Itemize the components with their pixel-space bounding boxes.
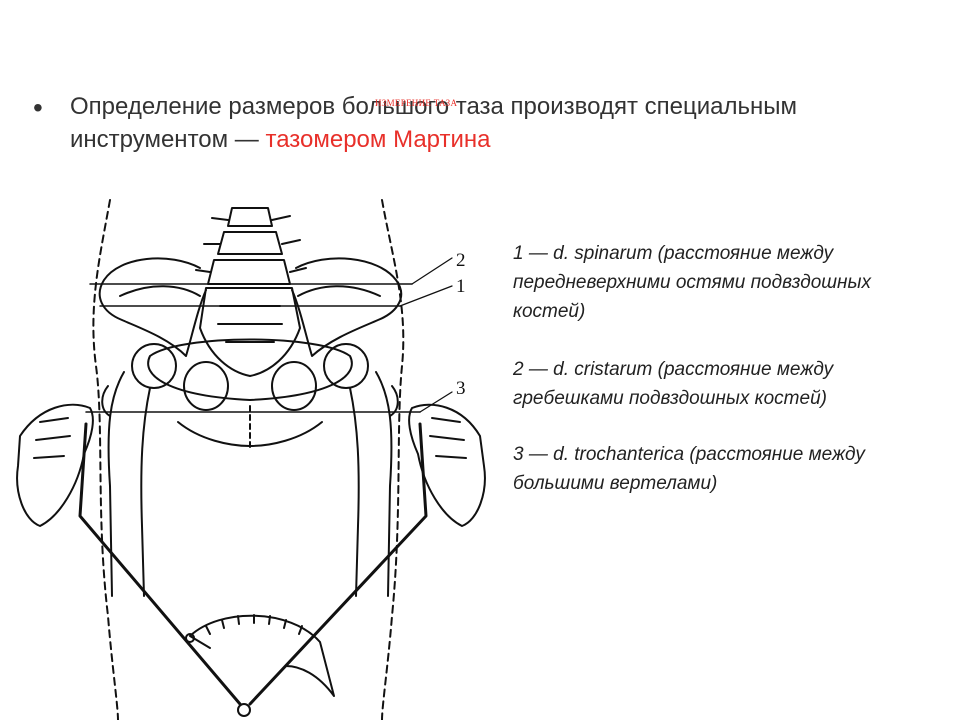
- left-obturator-foramen: [183, 361, 229, 411]
- right-hand: [408, 403, 486, 527]
- bullet-text: Определение размеров большого таза произ…: [70, 90, 870, 156]
- left-femoral-head: [131, 343, 177, 389]
- figure-number-3: 3: [456, 378, 466, 399]
- right-femur: [349, 371, 393, 597]
- pelvimeter-scale: [189, 614, 335, 697]
- right-iliac-wing: [291, 257, 403, 357]
- pelvis-measurement-illustration: 2 1 3: [16, 199, 486, 720]
- bullet-text-main: Определение размеров большого таза произ…: [70, 93, 797, 153]
- pelvimeter-right-arm: [248, 422, 428, 706]
- vertebra-2: [217, 231, 283, 255]
- caption-spinarum: 1 — d. spinarum (расстояние между передн…: [513, 243, 871, 322]
- caption-trochanterica: 3 — d. trochanterica (расстояние между б…: [513, 444, 865, 494]
- overlay-label: ИЗМЕРЕНИЕ ТАЗА: [375, 98, 458, 108]
- bullet-text-accent: тазомером Мартина: [265, 126, 491, 153]
- vertebra-1: [227, 207, 273, 227]
- vertebra-3: [207, 259, 291, 285]
- figure-number-1: 1: [456, 276, 466, 297]
- pelvic-inlet: [147, 338, 353, 401]
- left-iliac-wing: [98, 257, 207, 357]
- caption-cristarum: 2 — d. cristarum (расстояние между гребе…: [513, 359, 834, 409]
- figure-number-2: 2: [456, 250, 466, 271]
- right-obturator-foramen: [271, 361, 317, 411]
- right-femoral-head: [323, 343, 369, 389]
- sacrum: [199, 287, 301, 377]
- pelvimeter-hinge: [237, 703, 251, 717]
- body-outline-right: [381, 199, 405, 720]
- bullet-marker: •: [33, 92, 43, 123]
- left-femur: [107, 371, 151, 597]
